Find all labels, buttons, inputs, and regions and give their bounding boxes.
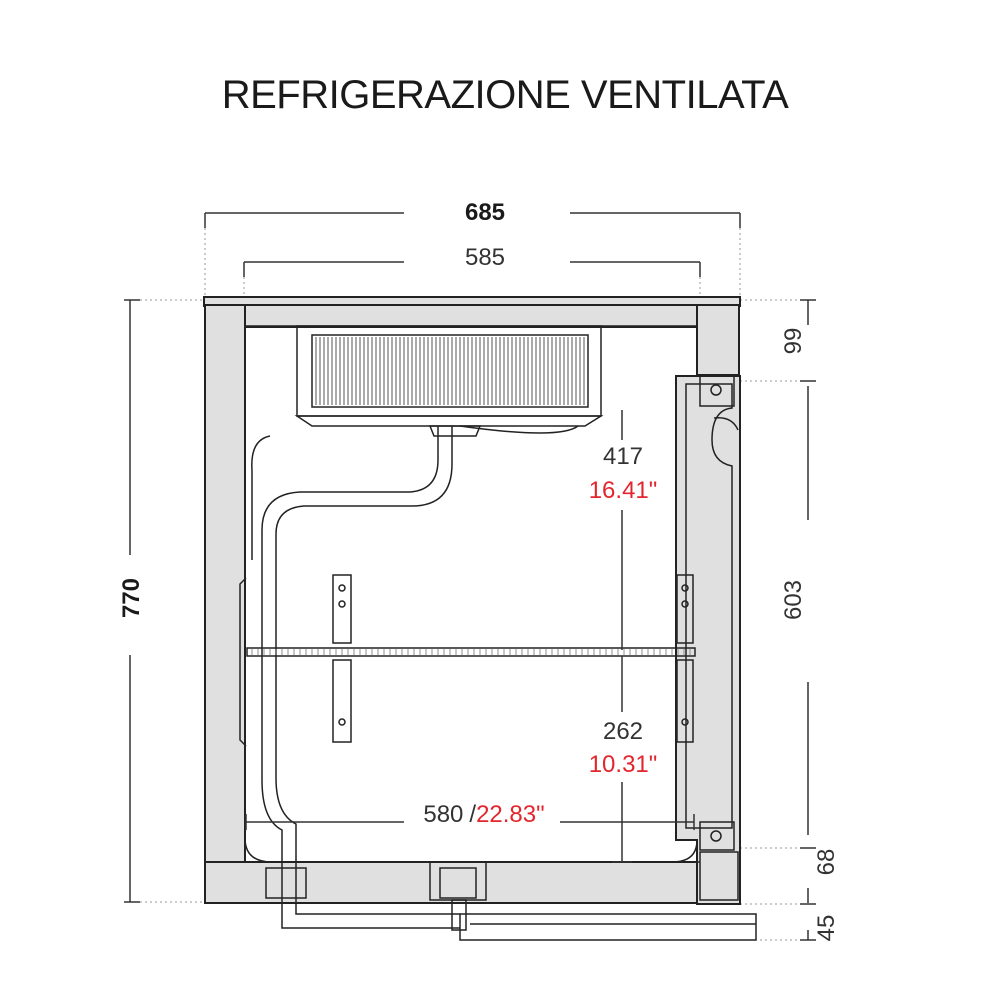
upper-compartment-mm: 417: [603, 443, 643, 470]
evaporator-unit: [294, 325, 604, 427]
base-section-label: 68: [813, 849, 840, 876]
inner-width-label: 585: [465, 244, 505, 271]
depth-label: 580/22.83": [423, 801, 544, 828]
inner-width-dimension: 585: [243, 244, 701, 298]
lower-compartment-dimension: 262 10.31": [589, 656, 658, 863]
diagram-title: REFRIGERAZIONE VENTILATA: [222, 73, 789, 117]
bottom-drain-assembly: [220, 861, 757, 941]
outer-width-label: 685: [465, 199, 505, 226]
top-section-label: 99: [780, 328, 807, 355]
evaporator-fins: [315, 337, 585, 405]
depth-separator: /: [469, 801, 476, 828]
upper-compartment-dimension: 417 16.41": [589, 410, 658, 650]
outer-width-dimension: 685: [204, 199, 741, 298]
depth-in: 22.83": [476, 801, 545, 828]
drain-pipe: [251, 425, 579, 929]
total-height-dimension: 770: [118, 299, 204, 903]
shelf-grid: [251, 649, 691, 655]
shelf-supports: [239, 574, 694, 747]
door: [675, 375, 741, 905]
depth-dimension: 580/22.83": [245, 801, 695, 830]
door-height-label: 603: [780, 580, 807, 620]
total-height-label: 770: [118, 578, 145, 618]
right-dimensions: 99 603 68 45: [740, 299, 840, 942]
depth-mm: 580: [423, 801, 463, 828]
lower-compartment-in: 10.31": [589, 751, 658, 778]
upper-compartment-in: 16.41": [589, 477, 658, 504]
lower-compartment-mm: 262: [603, 718, 643, 745]
bottom-section-label: 45: [813, 915, 840, 942]
cabinet-body: [203, 296, 741, 904]
shelf: [246, 647, 696, 657]
